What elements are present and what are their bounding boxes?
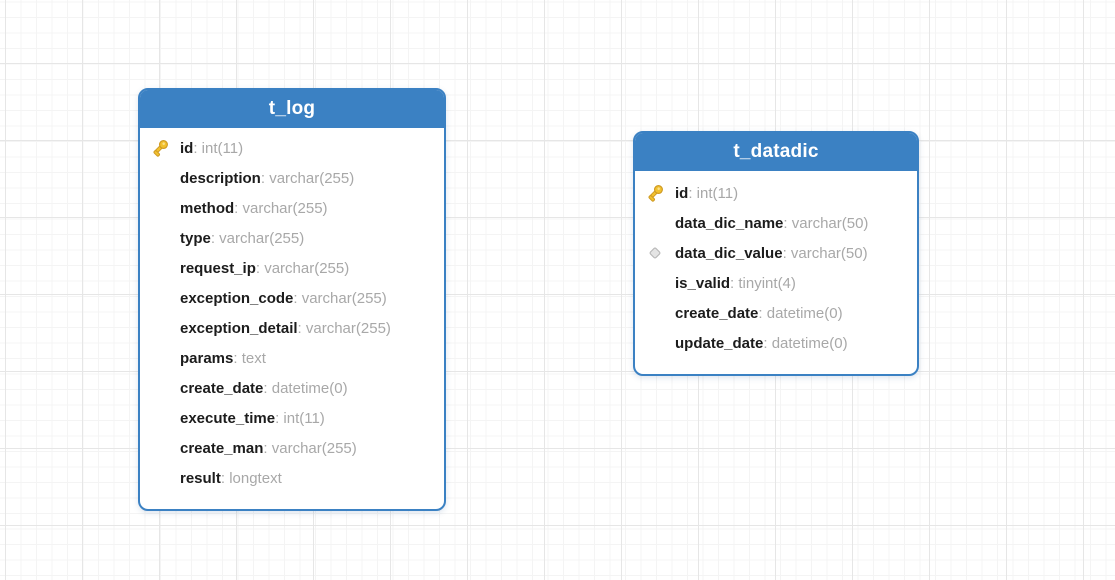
- table-field-row[interactable]: exception_detail : varchar(255): [140, 313, 444, 343]
- table-title: t_log: [268, 98, 316, 119]
- field-type: : datetime(0): [763, 334, 848, 352]
- field-icon-slot: [644, 183, 666, 203]
- table-field-row[interactable]: create_date : datetime(0): [140, 373, 444, 403]
- table-field-row[interactable]: params : text: [140, 343, 444, 373]
- field-type: : datetime(0): [758, 304, 843, 322]
- table-field-row[interactable]: type : varchar(255): [140, 223, 444, 253]
- field-name: create_man: [180, 439, 264, 457]
- field-type: : varchar(255): [255, 259, 350, 277]
- entity-table-t-datadic[interactable]: t_datadic id : int(11) data_dic_name : v…: [633, 131, 919, 376]
- unique-index-diamond-icon: [649, 247, 661, 259]
- field-name: data_dic_name: [675, 214, 784, 232]
- field-type: : longtext: [220, 469, 282, 487]
- field-icon-slot: [149, 138, 171, 158]
- table-field-row[interactable]: request_ip : varchar(255): [140, 253, 444, 283]
- table-field-row[interactable]: id : int(11): [635, 178, 917, 208]
- field-type: : datetime(0): [263, 379, 348, 397]
- field-name: execute_time: [180, 409, 276, 427]
- entity-table-t-log[interactable]: t_log id : int(11) description : varchar…: [138, 88, 446, 511]
- field-name: result: [180, 469, 221, 487]
- table-field-row[interactable]: result : longtext: [140, 463, 444, 493]
- table-header[interactable]: t_datadic: [635, 133, 917, 171]
- table-field-row[interactable]: create_man : varchar(255): [140, 433, 444, 463]
- field-name: description: [180, 169, 261, 187]
- table-field-row[interactable]: update_date : datetime(0): [635, 328, 917, 358]
- table-title: t_datadic: [733, 141, 819, 162]
- field-type: : varchar(255): [234, 199, 328, 217]
- field-name: update_date: [675, 334, 764, 352]
- field-name: is_valid: [675, 274, 731, 292]
- field-type: : int(11): [688, 184, 739, 202]
- table-field-row[interactable]: exception_code : varchar(255): [140, 283, 444, 313]
- primary-key-icon: [153, 140, 168, 157]
- primary-key-icon: [648, 185, 663, 202]
- field-name: exception_detail: [180, 319, 298, 337]
- field-name: create_date: [180, 379, 264, 397]
- table-field-row[interactable]: description : varchar(255): [140, 163, 444, 193]
- field-type: : varchar(50): [783, 214, 869, 232]
- field-type: : varchar(255): [210, 229, 305, 247]
- field-icon-slot: [644, 245, 666, 261]
- table-body: id : int(11) data_dic_name : varchar(50)…: [635, 171, 917, 358]
- field-type: : varchar(255): [260, 169, 355, 187]
- field-type: : int(11): [193, 139, 244, 157]
- field-type: : varchar(255): [297, 319, 391, 337]
- field-name: create_date: [675, 304, 759, 322]
- table-field-row[interactable]: data_dic_value : varchar(50): [635, 238, 917, 268]
- table-field-row[interactable]: execute_time : int(11): [140, 403, 444, 433]
- field-name: id: [675, 184, 689, 202]
- field-type: : varchar(255): [263, 439, 357, 457]
- field-type: : text: [233, 349, 266, 367]
- field-type: : int(11): [275, 409, 325, 427]
- field-name: data_dic_value: [675, 244, 783, 262]
- table-field-row[interactable]: method : varchar(255): [140, 193, 444, 223]
- field-name: exception_code: [180, 289, 294, 307]
- field-name: type: [180, 229, 211, 247]
- field-name: request_ip: [180, 259, 256, 277]
- field-type: : varchar(50): [782, 244, 868, 262]
- table-field-row[interactable]: data_dic_name : varchar(50): [635, 208, 917, 238]
- field-name: method: [180, 199, 235, 217]
- table-field-row[interactable]: id : int(11): [140, 133, 444, 163]
- table-body: id : int(11) description : varchar(255) …: [140, 128, 444, 493]
- field-type: : varchar(255): [293, 289, 387, 307]
- table-field-row[interactable]: create_date : datetime(0): [635, 298, 917, 328]
- field-name: params: [180, 349, 234, 367]
- field-type: : tinyint(4): [730, 274, 796, 292]
- table-header[interactable]: t_log: [140, 90, 444, 128]
- table-field-row[interactable]: is_valid : tinyint(4): [635, 268, 917, 298]
- field-name: id: [180, 139, 194, 157]
